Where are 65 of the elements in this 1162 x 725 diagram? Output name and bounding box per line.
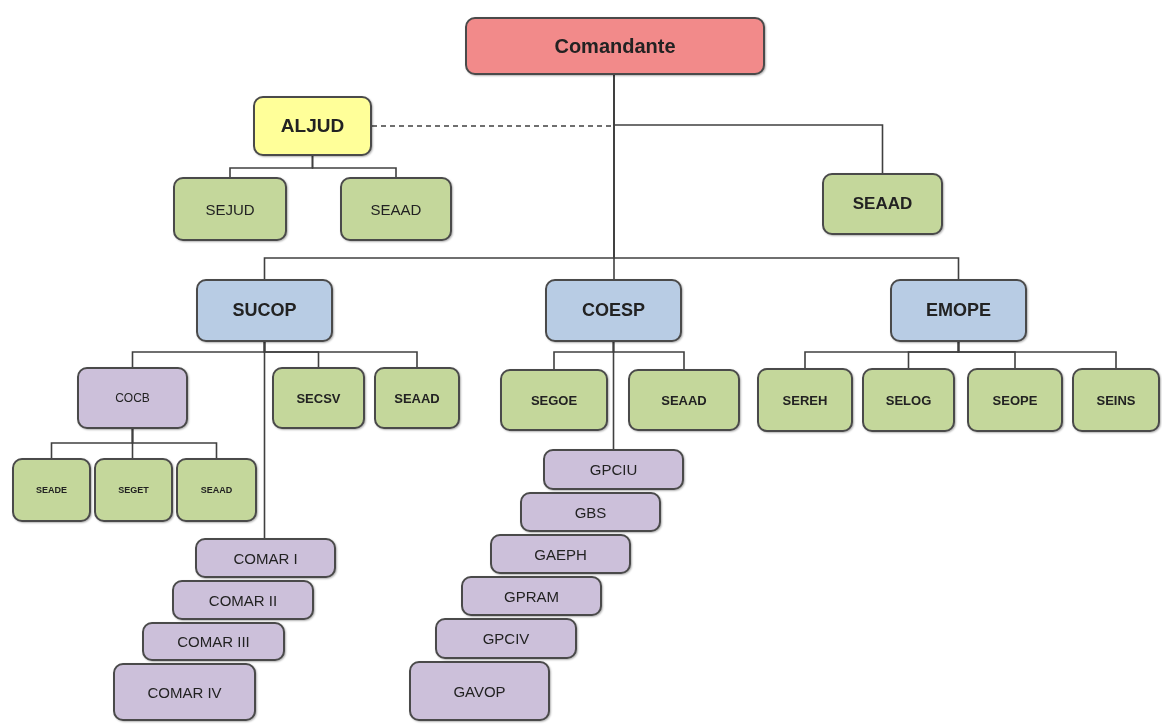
- section-box: [12, 458, 91, 522]
- unit-box: [520, 492, 661, 532]
- section-box: [862, 368, 955, 432]
- commander-box: [465, 17, 765, 75]
- unit-box: [77, 367, 188, 429]
- unit-label: SEREH: [782, 392, 828, 408]
- unit-box: [409, 661, 550, 721]
- unit-label: COESP: [582, 300, 645, 321]
- section-box: [272, 367, 365, 429]
- advisory-box: [253, 96, 372, 156]
- unit-box: [461, 576, 602, 616]
- unit-box: [543, 449, 684, 490]
- unit-label: COMAR IV: [147, 683, 222, 701]
- unit-label: SEINS: [1096, 392, 1136, 408]
- section-box: [1072, 368, 1160, 432]
- unit-label: EMOPE: [926, 300, 991, 321]
- unit-box: [172, 580, 314, 620]
- section-box: [340, 177, 452, 241]
- section-box: [757, 368, 853, 432]
- unit-label: ALJUD: [280, 115, 345, 137]
- unit-label: SEOPE: [992, 392, 1038, 408]
- unit-box: [435, 618, 577, 659]
- unit-label: SEGOE: [530, 392, 578, 408]
- connector-line: [612, 341, 615, 450]
- unit-label: SEAAD: [661, 392, 707, 408]
- connector-line: [957, 341, 1117, 369]
- unit-label: SEAAD: [394, 390, 440, 406]
- division-box: [196, 279, 333, 342]
- unit-box: [113, 663, 256, 721]
- unit-label: SEAAD: [200, 485, 233, 495]
- unit-label: GPCIU: [589, 461, 638, 478]
- section-box: [173, 177, 287, 241]
- unit-label: GBS: [574, 503, 607, 521]
- section-box: [628, 369, 740, 431]
- connector-line: [131, 428, 218, 459]
- unit-box: [195, 538, 336, 578]
- section-box: [94, 458, 173, 522]
- connector-line: [263, 341, 266, 539]
- unit-label: COMAR I: [233, 549, 298, 567]
- unit-label: GPCIV: [482, 630, 530, 647]
- unit-label: GAEPH: [534, 545, 587, 563]
- unit-label: Comandante: [554, 34, 676, 58]
- unit-label: SECSV: [296, 390, 341, 406]
- section-box: [500, 369, 608, 431]
- unit-label: COCB: [115, 391, 150, 405]
- section-box: [176, 458, 257, 522]
- section-box: [822, 173, 943, 235]
- unit-label: GPRAM: [504, 587, 559, 605]
- unit-box: [142, 622, 285, 661]
- connector-line: [311, 155, 397, 178]
- unit-label: SELOG: [885, 392, 932, 408]
- section-box: [967, 368, 1063, 432]
- unit-label: SEAAD: [852, 194, 913, 214]
- unit-label: SEAAD: [370, 200, 422, 218]
- division-box: [890, 279, 1027, 342]
- unit-label: SEJUD: [205, 200, 255, 218]
- unit-label: GAVOP: [453, 682, 506, 700]
- unit-label: COMAR III: [177, 633, 250, 650]
- section-box: [374, 367, 460, 429]
- division-box: [545, 279, 682, 342]
- unit-label: SEADE: [36, 485, 67, 495]
- unit-label: SEGET: [118, 485, 149, 495]
- unit-label: SUCOP: [232, 300, 297, 321]
- unit-label: COMAR II: [208, 591, 278, 609]
- unit-box: [490, 534, 631, 574]
